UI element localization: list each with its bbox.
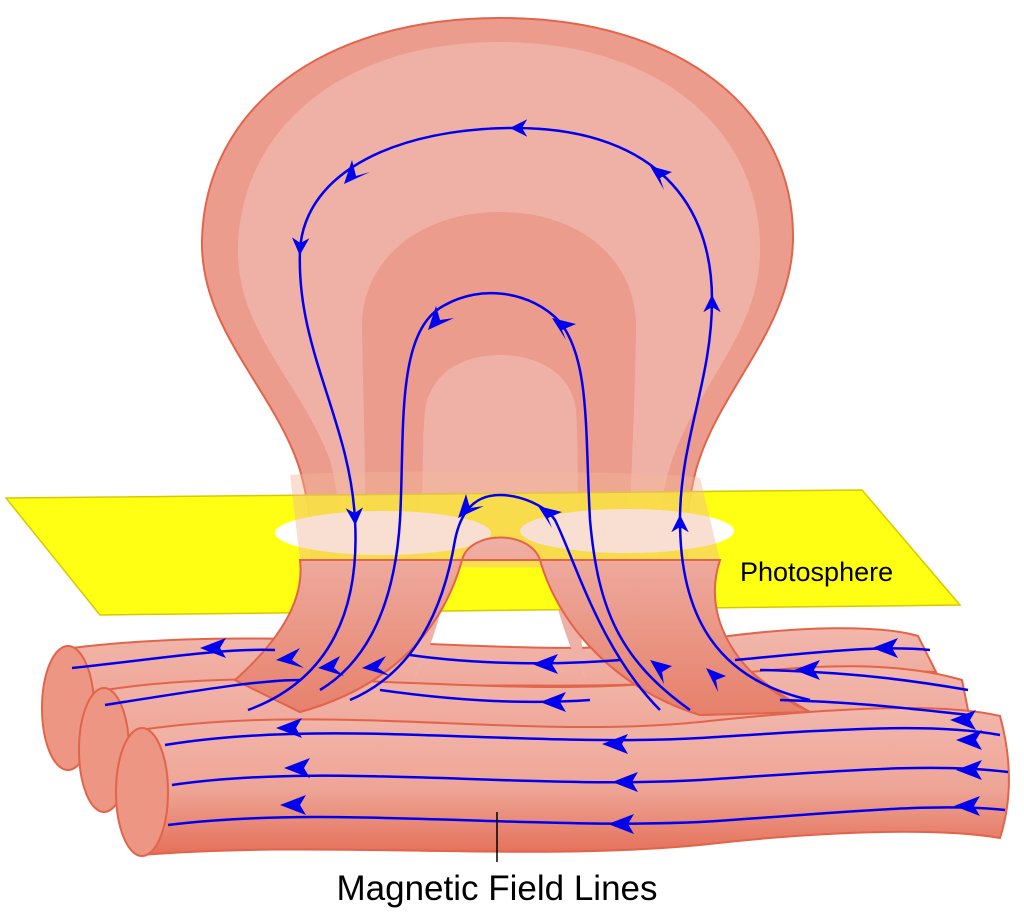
field-line-front-2 (171, 766, 1009, 787)
field-line-core-loop (349, 493, 661, 711)
field-line-outer-loop (247, 119, 811, 712)
field-arrows (200, 160, 982, 834)
field-line-back-2 (734, 647, 931, 662)
field-arrow-icon (276, 718, 302, 738)
field-arrow-icon (540, 692, 566, 712)
field-arrow-icon (956, 730, 982, 750)
field-line-middle-4 (759, 668, 969, 692)
field-arrow-icon (318, 656, 344, 676)
front-tube-cap (115, 727, 169, 857)
field-line-middle-2 (409, 653, 621, 665)
field-arrow-icon (650, 166, 672, 190)
field-arrow-icon (950, 710, 976, 730)
field-arrow-icon (612, 772, 638, 792)
field-arrow-icon (428, 306, 454, 330)
field-arrow-icon (650, 660, 672, 684)
field-arrow-icon (284, 758, 310, 778)
photosphere-label: Photosphere (740, 557, 893, 587)
field-line-middle-3 (379, 688, 591, 704)
field-line-middle-5 (779, 698, 971, 717)
field-arrow-icon (794, 660, 820, 680)
field-line-back-1 (71, 648, 276, 670)
field-lines (71, 119, 1009, 827)
field-arrow-icon (602, 734, 628, 754)
field-arrow-icon (954, 796, 980, 816)
field-arrow-icon (538, 506, 562, 528)
field-arrow-icon (872, 638, 898, 658)
field-line-middle-1 (104, 678, 301, 707)
field-arrow-icon (608, 814, 634, 834)
field-arrow-icon (276, 648, 304, 668)
field-line-front-3 (167, 806, 1006, 827)
field-arrow-icon (552, 318, 576, 340)
field-arrow-icon (200, 638, 226, 658)
field-lines-label: Magnetic Field Lines (337, 869, 658, 908)
field-arrow-icon (532, 654, 558, 674)
field-arrow-icon (362, 656, 390, 676)
field-line-front-1 (164, 726, 1001, 747)
field-arrow-icon (706, 668, 726, 692)
field-line-inner-loop (319, 291, 691, 712)
field-arrow-icon (344, 160, 370, 184)
field-arrow-icon (956, 760, 982, 780)
field-arrow-icon (458, 494, 484, 518)
field-arrow-icon (280, 795, 306, 815)
